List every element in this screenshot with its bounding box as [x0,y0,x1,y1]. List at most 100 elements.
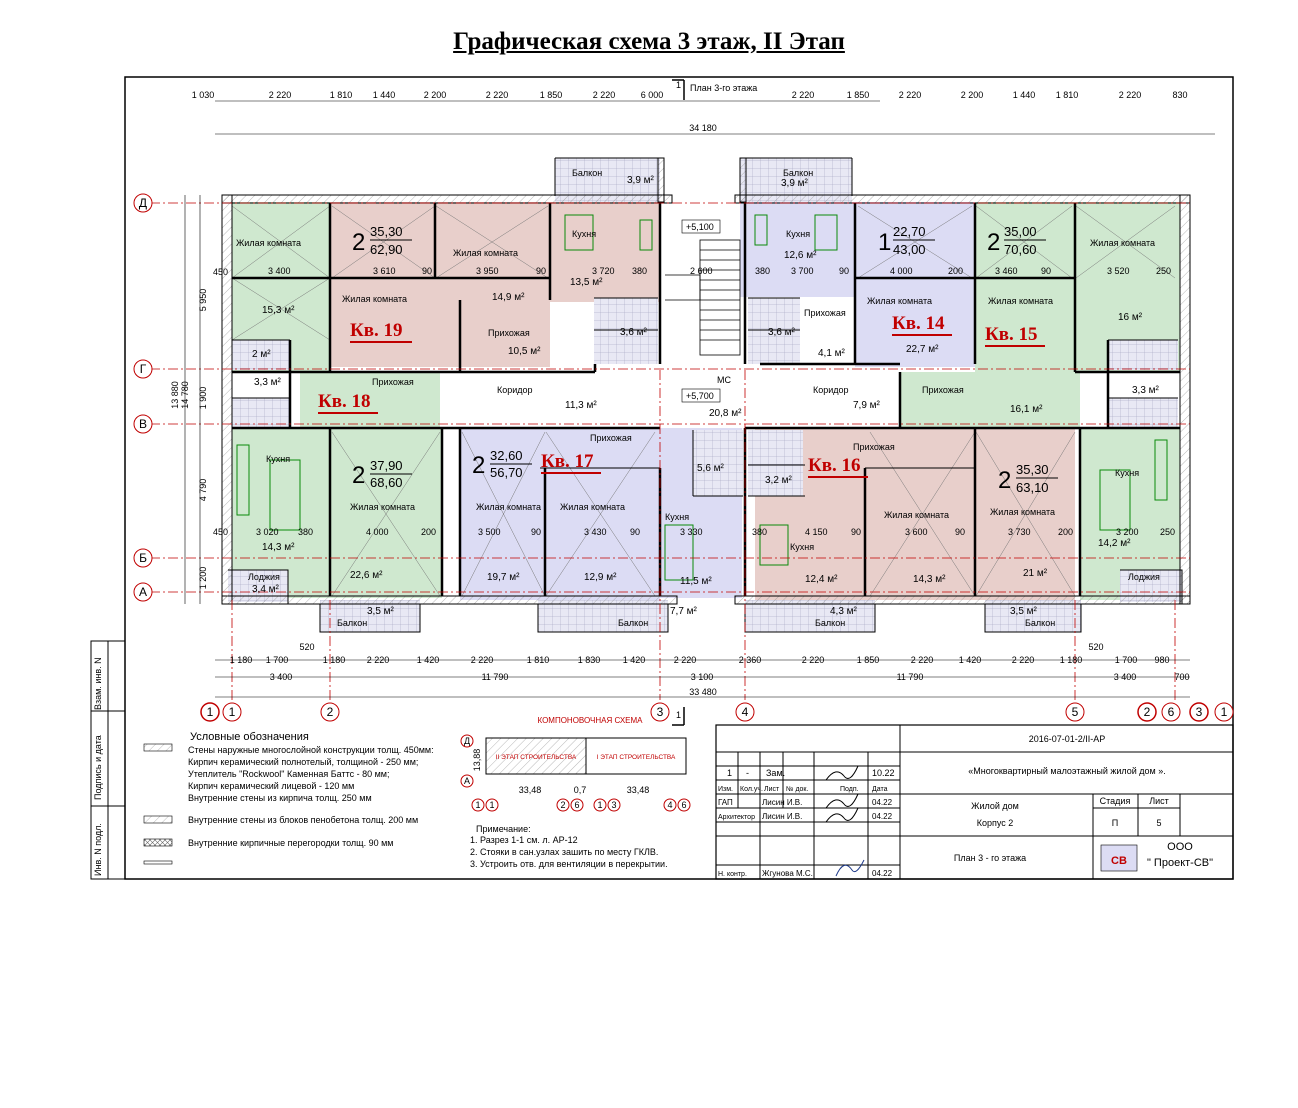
axis-col-label: 5 [1072,705,1079,719]
room-name: Кухня [790,542,814,552]
tb-date: 04.22 [872,869,893,878]
apt-rooms: 2 [472,452,485,479]
inner-dim: 3 430 [584,527,607,537]
key-axis: 1 [475,800,480,810]
page-title: Графическая схема 3 этаж, II Этап [453,28,845,55]
room-area: 12,9 м² [584,572,617,583]
apt-total: 62,90 [370,242,403,257]
inner-dim: 90 [955,527,965,537]
dim-left: 450 [213,267,228,277]
inner-dim: 3 610 [373,266,396,276]
axis-row-label: В [139,417,147,431]
dim-top: 2 220 [486,90,509,100]
room-name: Кухня [786,229,810,239]
room-area: 10,5 м² [508,346,541,357]
dim-bottom-2: 3 100 [691,672,714,682]
signature-1 [825,765,859,781]
room-names: Жилая комната Жилая комната Жилая комнат… [236,168,1160,628]
sheet-frame [124,76,1234,880]
inner-dim: 4 150 [805,527,828,537]
axis-markers-rows: Д Г В Б А [133,193,153,602]
room-area: 12,6 м² [784,250,817,261]
apt-total: 70,60 [1004,242,1037,257]
org-logo-mark: СВ [1111,855,1127,867]
room-area: 2 м² [252,349,271,360]
inner-dim: 90 [1041,266,1051,276]
section-arrow-bottom [672,707,685,726]
dim-left: 14 780 [180,381,190,409]
notes-title: Примечание: [476,824,531,834]
room-area: 3,6 м² [768,327,796,338]
apt-total: 63,10 [1016,480,1049,495]
axis-col-label: 2 [327,705,334,719]
legend-swatch-exterior [143,743,173,752]
tb-role: Архитектор [718,814,755,821]
doc-code: 2016-07-01-2/II-АР [1029,734,1106,744]
room-name-mc: МС [717,375,731,385]
inner-dim: 4 000 [890,266,913,276]
inner-dim: 3 020 [256,527,279,537]
dim-left: 13 880 [170,381,180,409]
apt-living: 35,30 [1016,462,1049,477]
room-area: 14,2 м² [1098,538,1131,549]
project-name: «Многоквартирный малоэтажный жилой дом »… [968,766,1165,776]
tb-person: Жгунова М.С. [762,869,813,878]
dim-bottom: 1 810 [527,655,550,665]
dim-bottom-2: 3 400 [270,672,293,682]
dim-bottom: 1 420 [623,655,646,665]
section-mark-bottom: 1 [676,710,681,720]
key-axis: 4 [667,800,672,810]
room-areas: 15,3 м² 14,9 м² 13,5 м² 12,6 м² 16 м² 3,… [252,175,1160,617]
side-stamp-label: Взам. инв. N [93,657,103,710]
room-name: Жилая комната [476,502,541,512]
inner-dim: 380 [298,527,313,537]
room-name: Балкон [572,168,602,178]
inner-dim: 380 [752,527,767,537]
inner-dim: 3 950 [476,266,499,276]
dim-top: 2 220 [593,90,616,100]
inner-dim: 200 [948,266,963,276]
dim-left: 4 790 [198,479,208,502]
legend-swatch-block [143,838,173,847]
room-area: 12,4 м² [805,574,838,585]
stage-label: Стадия [1100,796,1131,806]
key-plan: КОМПОНОВОЧНАЯ СХЕМА II ЭТАП СТРОИТЕЛЬСТВ… [460,716,691,812]
key-plan-dim: 13,88 [472,749,482,772]
room-name: Прихожая [804,308,846,318]
title-block-grid [715,724,1234,880]
inner-dim: 3 730 [1008,527,1031,537]
signature-3 [825,807,859,823]
key-axis: Д [464,736,470,746]
dim-bottom-2: 700 [1174,672,1189,682]
room-area: 3,9 м² [627,175,655,186]
room-name: Жилая комната [988,296,1053,306]
inner-dim: 90 [630,527,640,537]
dim-bottom: 1 700 [266,655,289,665]
room-area: 4,3 м² [830,606,858,617]
signature-4 [835,859,865,877]
change-cell: 10.22 [872,768,895,778]
apartment-labels: Кв. 19 Кв. 14 Кв. 15 Кв. 18 Кв. 17 Кв. 1… [318,313,1045,478]
room-name: Кухня [572,229,596,239]
building-name: Жилой дом [971,801,1019,811]
dim-top: 2 220 [1119,90,1142,100]
org-logo [1100,844,1138,872]
dim-top: 1 810 [1056,90,1079,100]
apt-rooms: 2 [352,462,365,489]
room-area: 7,9 м² [853,400,881,411]
legend: Условные обозначения Стены наружные мног… [143,731,434,865]
key-axis: 6 [681,800,686,810]
room-area: 16,1 м² [1010,404,1043,415]
side-stamp-label: Подпись и дата [93,735,103,800]
signature-2 [825,793,859,809]
legend-item: Внутренние кирпичные перегородки толщ. 9… [188,838,393,848]
note-item: 2. Стояки в сан.узлах зашить по месту ГК… [470,847,658,857]
room-name: Коридор [813,385,849,395]
axis-col-label: 1 [1221,705,1228,719]
legend-item: Внутренние стены из блоков пенобетона то… [188,815,418,825]
axis-row-label: Б [139,551,147,565]
key-axis: 1 [597,800,602,810]
tb-date: 04.22 [872,812,893,821]
dim-left: 1 200 [198,567,208,590]
sheet-value: 5 [1156,818,1161,828]
